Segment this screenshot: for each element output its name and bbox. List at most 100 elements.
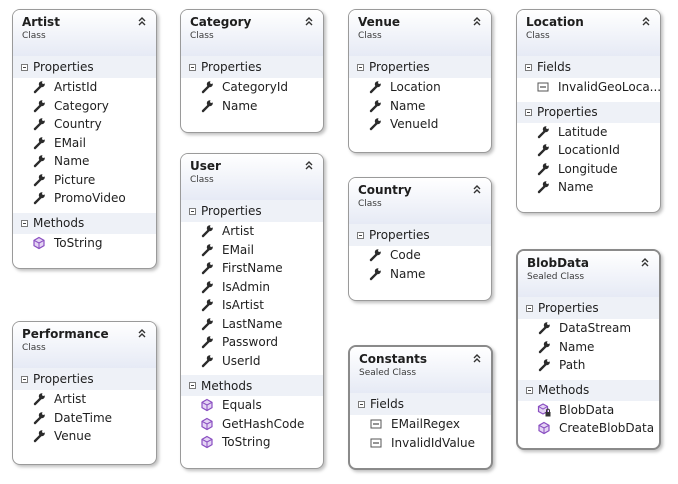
member-item[interactable]: CreateBlobData xyxy=(518,419,659,438)
member-item[interactable]: VenueId xyxy=(349,115,491,134)
member-item[interactable]: CategoryId xyxy=(181,78,323,97)
member-name: ArtistId xyxy=(54,80,98,95)
member-item[interactable]: Latitude xyxy=(517,123,660,142)
member-item[interactable]: BlobData xyxy=(518,401,659,420)
section-header-properties[interactable]: Properties xyxy=(517,100,660,123)
member-item[interactable]: IsArtist xyxy=(181,296,323,315)
member-item[interactable]: Picture xyxy=(13,171,156,190)
section-header-properties[interactable]: Properties xyxy=(349,224,491,246)
member-item[interactable]: ArtistId xyxy=(13,78,156,97)
member-item[interactable]: DataStream xyxy=(518,319,659,338)
collapse-chevron-icon[interactable] xyxy=(135,326,149,340)
member-item[interactable]: Category xyxy=(13,97,156,116)
member-item[interactable]: Artist xyxy=(13,390,156,409)
member-item[interactable]: Code xyxy=(349,246,491,265)
collapse-section-icon[interactable] xyxy=(526,386,533,394)
collapse-section-icon[interactable] xyxy=(525,63,532,71)
member-item[interactable]: LocationId xyxy=(517,141,660,160)
collapse-section-icon[interactable] xyxy=(357,63,364,71)
member-item[interactable]: ToString xyxy=(13,234,156,253)
member-item[interactable]: LastName xyxy=(181,315,323,334)
member-item[interactable]: ToString xyxy=(181,433,323,452)
member-name: DataStream xyxy=(559,321,632,336)
collapse-section-icon[interactable] xyxy=(189,63,196,71)
collapse-section-icon[interactable] xyxy=(189,207,196,215)
member-item[interactable]: Name xyxy=(518,338,659,357)
collapse-chevron-icon[interactable] xyxy=(302,14,316,28)
member-item[interactable]: UserId xyxy=(181,352,323,371)
section-header-properties[interactable]: Properties xyxy=(13,56,156,78)
member-item[interactable]: GetHashCode xyxy=(181,415,323,434)
member-item[interactable]: EMail xyxy=(13,134,156,153)
section-label: Properties xyxy=(33,60,94,74)
member-item[interactable]: Name xyxy=(349,97,491,116)
section-header-properties[interactable]: Properties xyxy=(349,56,491,78)
collapse-chevron-icon[interactable] xyxy=(639,14,653,28)
collapse-section-icon[interactable] xyxy=(189,382,196,389)
method-icon xyxy=(200,417,214,431)
member-item[interactable]: FirstName xyxy=(181,259,323,278)
member-item[interactable]: IsAdmin xyxy=(181,278,323,297)
collapse-section-icon[interactable] xyxy=(21,375,28,383)
member-item[interactable]: Name xyxy=(349,265,491,284)
section-header-properties[interactable]: Properties xyxy=(181,56,323,78)
collapse-section-icon[interactable] xyxy=(525,108,532,116)
collapse-chevron-icon[interactable] xyxy=(638,255,652,269)
collapse-section-icon[interactable] xyxy=(358,400,365,408)
section-header-properties[interactable]: Properties xyxy=(518,297,659,319)
collapse-section-icon[interactable] xyxy=(526,304,533,312)
member-item[interactable]: Venue xyxy=(13,427,156,446)
member-item[interactable]: Path xyxy=(518,356,659,375)
member-item[interactable]: DateTime xyxy=(13,409,156,428)
member-item[interactable]: Name xyxy=(181,97,323,116)
member-item[interactable]: Password xyxy=(181,333,323,352)
member-item[interactable]: Location xyxy=(349,78,491,97)
collapse-chevron-icon[interactable] xyxy=(135,14,149,28)
member-item[interactable]: PromoVideo xyxy=(13,189,156,208)
member-item[interactable]: EMailRegex xyxy=(350,415,491,434)
collapse-chevron-icon[interactable] xyxy=(302,158,316,172)
member-item[interactable]: Country xyxy=(13,115,156,134)
member-item[interactable]: Name xyxy=(517,178,660,197)
member-item[interactable]: Name xyxy=(13,152,156,171)
member-item[interactable]: EMail xyxy=(181,241,323,260)
section-header-properties[interactable]: Properties xyxy=(181,200,323,222)
collapse-chevron-icon[interactable] xyxy=(470,351,484,365)
section-header-methods[interactable]: Methods xyxy=(181,374,323,396)
member-item[interactable]: Equals xyxy=(181,396,323,415)
section-header-methods[interactable]: Methods xyxy=(518,378,659,401)
collapse-section-icon[interactable] xyxy=(21,63,28,71)
collapse-section-icon[interactable] xyxy=(21,219,28,227)
section-header-properties[interactable]: Properties xyxy=(13,368,156,390)
section-header-fields[interactable]: Fields xyxy=(350,393,491,415)
collapse-chevron-icon[interactable] xyxy=(470,182,484,196)
collapse-chevron-icon[interactable] xyxy=(470,14,484,28)
member-item[interactable]: Artist xyxy=(181,222,323,241)
class-kind: Sealed Class xyxy=(527,272,585,282)
collapse-section-icon[interactable] xyxy=(357,231,364,239)
member-item[interactable]: Longitude xyxy=(517,160,660,179)
section-header-fields[interactable]: Fields xyxy=(517,56,660,78)
member-item[interactable]: InvalidGeoLoca... xyxy=(517,78,660,97)
section-header-methods[interactable]: Methods xyxy=(13,211,156,234)
class-name: Artist xyxy=(22,15,60,29)
member-item[interactable]: InvalidIdValue xyxy=(350,434,491,453)
